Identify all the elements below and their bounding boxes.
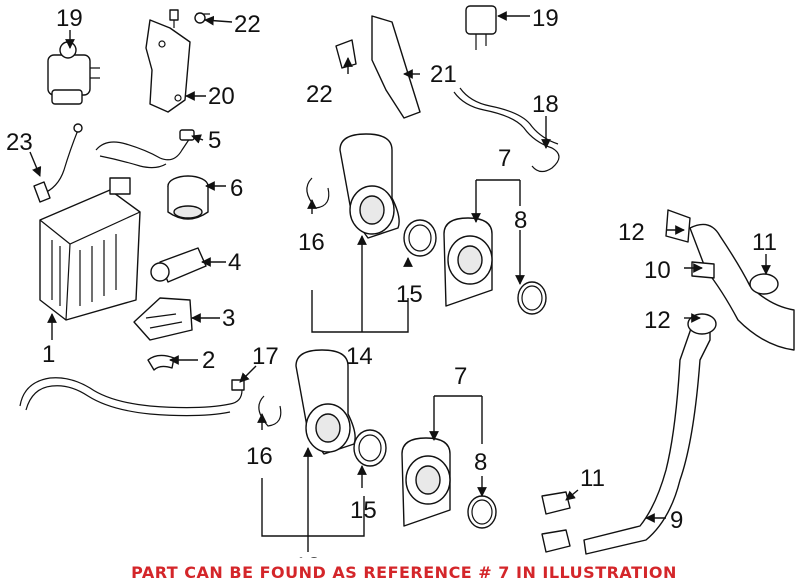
callout-19: 19 <box>532 5 559 32</box>
callout-15: 15 <box>350 497 377 524</box>
canister-part <box>39 177 141 321</box>
callout-11: 11 <box>580 465 605 492</box>
footer-backdrop <box>110 558 700 584</box>
solenoid-valve-part <box>47 41 100 105</box>
bolt-part <box>169 9 210 28</box>
egr-valve-upper-part <box>306 133 400 239</box>
callout-21: 21 <box>430 61 457 88</box>
callout-16: 16 <box>246 443 273 470</box>
callout-8: 8 <box>514 207 527 234</box>
callout-8: 8 <box>474 449 487 476</box>
callout-9: 9 <box>670 507 683 534</box>
callout-23: 23 <box>6 129 33 156</box>
callout-22: 22 <box>234 11 261 38</box>
leader-lines <box>29 11 771 552</box>
hose-elbow-part <box>147 354 175 371</box>
callout-14: 14 <box>346 343 373 370</box>
callout-20: 20 <box>208 83 235 110</box>
exhaust-pipe-lower-part <box>541 313 717 555</box>
long-hose-part <box>19 377 245 417</box>
sensor-wire-part <box>33 123 83 203</box>
vacuum-line-part <box>453 87 560 173</box>
callout-7: 7 <box>454 363 467 390</box>
callout-4: 4 <box>228 249 241 276</box>
gasket-ring-upper-part <box>517 281 547 315</box>
egr-cooler-lower-part <box>401 437 451 527</box>
callout-16: 16 <box>298 229 325 256</box>
callout-5: 5 <box>208 127 221 154</box>
reference-footer: PART CAN BE FOUND AS REFERENCE # 7 IN IL… <box>131 563 677 582</box>
gasket-ring-lower-part <box>467 495 497 529</box>
callout-10: 10 <box>644 257 671 284</box>
callout-18: 18 <box>532 91 559 118</box>
gasket-upper-part <box>403 219 437 257</box>
pump-part <box>167 175 209 220</box>
egr-cooler-upper-part <box>443 217 493 307</box>
callout-3: 3 <box>222 305 235 332</box>
callout-22: 22 <box>306 81 333 108</box>
callout-17: 17 <box>252 343 279 370</box>
callout-19: 19 <box>56 5 83 32</box>
gasket-lower-part <box>353 429 387 467</box>
callout-11: 11 <box>752 229 777 256</box>
wiring-harness-part <box>95 129 195 169</box>
vacuum-actuator-part <box>465 5 497 50</box>
callout-12: 12 <box>644 307 671 334</box>
mount-bracket-part <box>133 297 193 341</box>
valve-part <box>150 247 207 283</box>
callout-6: 6 <box>230 175 243 202</box>
callout-1: 1 <box>42 341 55 368</box>
callout-15: 15 <box>396 281 423 308</box>
egr-valve-lower-part <box>258 349 356 455</box>
callout-7: 7 <box>498 145 511 172</box>
callout-12: 12 <box>618 219 645 246</box>
callout-2: 2 <box>202 347 215 374</box>
bracket-part <box>145 19 191 113</box>
